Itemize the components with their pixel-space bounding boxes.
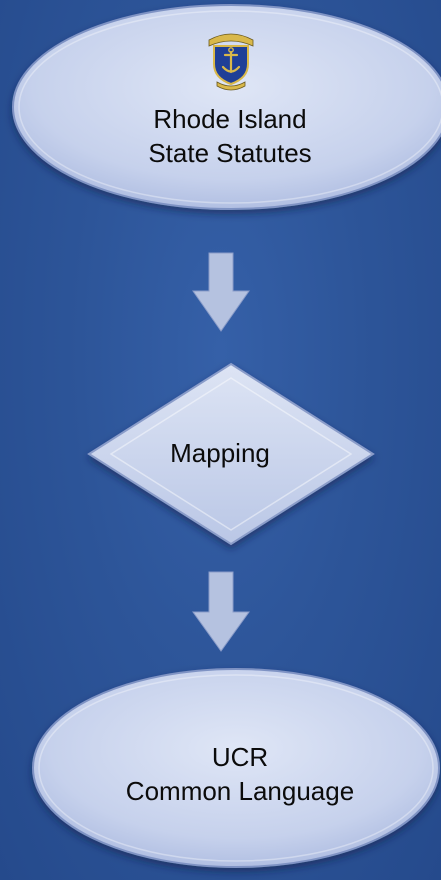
node-rhode-island-statutes	[12, 4, 441, 210]
node-label-line: Common Language	[125, 776, 355, 806]
arrow-down-icon	[192, 571, 250, 652]
node-label-line: UCR	[211, 742, 269, 772]
node-label-line: Rhode Island	[153, 104, 307, 134]
node-label-mapping: Mapping	[140, 436, 300, 470]
node-label-line: Mapping	[170, 438, 270, 468]
node-label-ucr: UCR Common Language	[80, 740, 400, 808]
rhode-island-seal-icon	[208, 33, 254, 91]
arrow-down-icon	[192, 252, 250, 332]
node-label-line: State Statutes	[148, 138, 312, 168]
node-mapping	[87, 362, 375, 546]
node-label-rhode-island: Rhode Island State Statutes	[100, 102, 360, 170]
node-ucr-common-language	[32, 668, 440, 868]
